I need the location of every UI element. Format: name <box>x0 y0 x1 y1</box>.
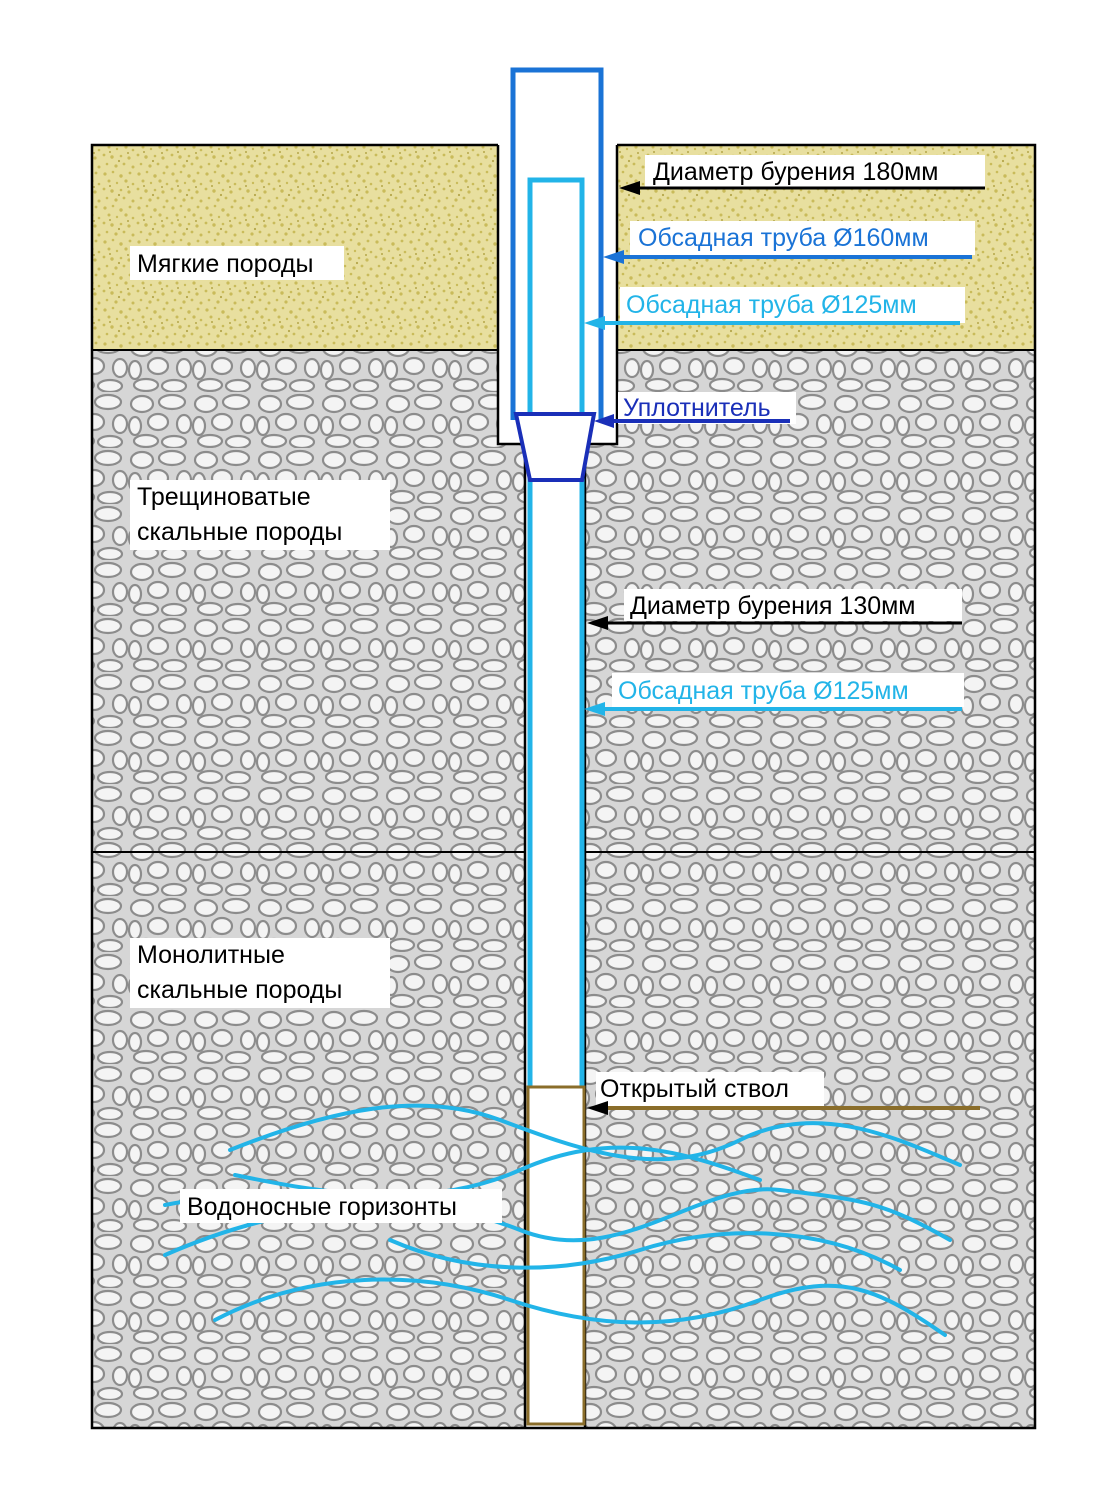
leader-casing-160 <box>603 250 972 264</box>
label-open-hole: Открытый ствол <box>600 1075 789 1103</box>
leader-drill-180 <box>619 181 985 195</box>
label-backdrop <box>630 221 975 255</box>
label-drill-130: Диаметр бурения 130мм <box>630 592 916 620</box>
water-line <box>388 1231 902 1272</box>
label-backdrop <box>612 673 964 707</box>
label-fractured-line2: скальные породы <box>137 518 342 546</box>
borehole-wall-right <box>583 145 619 1428</box>
borehole-wall-left <box>496 145 527 1428</box>
label-backdrop <box>130 938 390 1008</box>
water-line <box>228 1103 962 1167</box>
label-casing-160: Обсадная труба Ø160мм <box>638 224 929 252</box>
leader-casing-125-top <box>584 316 960 330</box>
casing-125 <box>527 177 585 1087</box>
label-aquifers: Водоносные горизонты <box>187 1193 457 1221</box>
leader-casing-125-mid <box>584 702 962 716</box>
open-hole-section <box>526 1085 586 1426</box>
water-line <box>213 1277 947 1337</box>
label-backdrop <box>596 1072 824 1106</box>
label-backdrop <box>130 246 344 280</box>
leader-seal <box>594 414 790 428</box>
label-backdrop <box>180 1189 502 1223</box>
leader-open-hole <box>587 1101 980 1115</box>
label-drill-180: Диаметр бурения 180мм <box>653 158 939 186</box>
label-casing-125-mid: Обсадная труба Ø125мм <box>618 677 909 705</box>
label-backdrop <box>645 155 985 189</box>
casing-160 <box>510 67 604 420</box>
label-casing-125-top: Обсадная труба Ø125мм <box>626 291 917 319</box>
seal-packer <box>513 412 597 482</box>
label-backdrop <box>624 589 962 621</box>
label-monolithic-line2: скальные породы <box>137 976 342 1004</box>
ground-frame <box>90 143 1037 1430</box>
label-backdrop <box>618 392 796 424</box>
label-seal: Уплотнитель <box>623 394 771 422</box>
label-fractured-line1: Трещиноватые <box>137 483 311 511</box>
leader-drill-130 <box>587 616 962 630</box>
label-monolithic-line1: Монолитные <box>137 941 285 969</box>
label-backdrop <box>620 287 965 323</box>
label-soft-rock: Мягкие породы <box>137 250 314 278</box>
label-backdrop <box>130 480 390 550</box>
